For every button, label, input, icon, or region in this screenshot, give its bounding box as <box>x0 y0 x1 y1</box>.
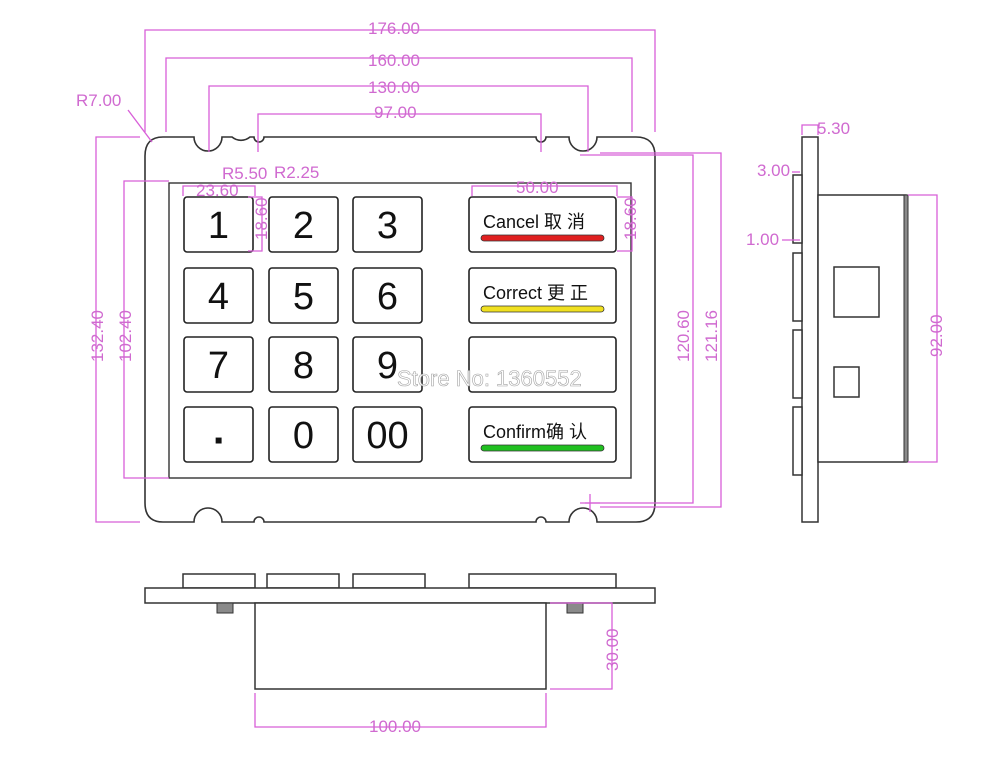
key-face <box>352 336 423 393</box>
dim-side-1: 1.00 <box>746 230 779 249</box>
dim-121: 121.16 <box>702 310 721 362</box>
key-label: 1 <box>208 205 229 247</box>
dim-120: 120.60 <box>674 310 693 362</box>
key-label: 6 <box>377 276 398 318</box>
key-face <box>268 406 339 463</box>
dim-130: 130.00 <box>368 78 420 97</box>
key-face <box>268 336 339 393</box>
function-key-face <box>468 336 617 393</box>
dim-side-92: 92.00 <box>927 314 946 357</box>
function-key-color-stripe <box>480 234 605 242</box>
function-key-label: Correct 更 正 <box>483 283 588 303</box>
key-label: 0 <box>293 415 314 457</box>
dim-176: 176.00 <box>368 19 420 38</box>
dim-bottom-100: 100.00 <box>369 717 421 736</box>
key-label: ▪ <box>214 427 223 454</box>
dim-key-width: 23.60 <box>196 181 239 200</box>
key-label: 3 <box>377 205 398 247</box>
key-8[interactable]: 8 <box>268 336 339 393</box>
key-face <box>183 336 254 393</box>
bottom-view: 30.00 100.00 <box>144 573 656 736</box>
left-dimensions: 132.40 102.40 <box>88 136 169 523</box>
key-label: 7 <box>208 345 229 387</box>
function-key-color-stripe <box>480 305 605 313</box>
key-face <box>183 406 254 463</box>
dim-r7: R7.00 <box>76 91 121 110</box>
dim-102: 102.40 <box>116 310 135 362</box>
key-0[interactable]: 0 <box>268 406 339 463</box>
dim-bottom-30: 30.00 <box>603 628 622 671</box>
key-face <box>352 196 423 253</box>
key-4[interactable]: 4 <box>183 267 254 324</box>
dim-r55: R5.50 <box>222 164 267 183</box>
watermark-text: Store No: 1360552 <box>397 366 582 391</box>
dim-side-3: 3.00 <box>757 161 790 180</box>
key-label: 2 <box>293 205 314 247</box>
key-face <box>183 267 254 324</box>
side-connector <box>903 194 909 463</box>
function-key-label: Cancel 取 消 <box>483 212 585 232</box>
key-1[interactable]: 1 <box>183 196 254 253</box>
top-dimensions: 176.00 160.00 130.00 97.00 R7.00 R5.50 R… <box>76 19 656 252</box>
key-7[interactable]: 7 <box>183 336 254 393</box>
right-dimensions: 120.60 121.16 <box>580 152 722 512</box>
dim-fkey-height: 18.60 <box>621 197 640 240</box>
key-9[interactable]: 9 <box>352 336 423 393</box>
dim-160: 160.00 <box>368 51 420 70</box>
key-5[interactable]: 5 <box>268 267 339 324</box>
key-face <box>268 196 339 253</box>
key-face <box>352 267 423 324</box>
function-key-3[interactable] <box>468 336 617 393</box>
dim-side-5-3: 5.30 <box>817 119 850 138</box>
side-view: 5.30 3.00 1.00 92.00 <box>746 119 946 523</box>
dim-key-height: 18.60 <box>252 197 271 240</box>
key-face <box>183 196 254 253</box>
function-key-label: Confirm确 认 <box>483 422 587 442</box>
key-6[interactable]: 6 <box>352 267 423 324</box>
function-key-4[interactable]: Confirm确 认 <box>468 406 617 463</box>
key-3[interactable]: 3 <box>352 196 423 253</box>
key-00[interactable]: 00 <box>352 406 423 463</box>
key-face <box>268 267 339 324</box>
function-key-column: Cancel 取 消 Correct 更 正 Confirm确 认 <box>468 196 617 463</box>
key-▪[interactable]: ▪ <box>183 406 254 463</box>
key-label: 4 <box>208 276 229 318</box>
key-2[interactable]: 2 <box>268 196 339 253</box>
function-key-1[interactable]: Cancel 取 消 <box>468 196 617 253</box>
keypad-inner-frame <box>168 182 632 479</box>
dim-fkey-width: 50.00 <box>516 178 559 197</box>
dim-132: 132.40 <box>88 310 107 362</box>
key-face <box>352 406 423 463</box>
function-key-2[interactable]: Correct 更 正 <box>468 267 617 324</box>
function-key-color-stripe <box>480 444 605 452</box>
key-label: 5 <box>293 276 314 318</box>
dim-97: 97.00 <box>374 103 417 122</box>
key-label: 8 <box>293 345 314 387</box>
key-label: 9 <box>377 345 398 387</box>
dim-r225: R2.25 <box>274 163 319 182</box>
key-label: 00 <box>366 415 408 457</box>
